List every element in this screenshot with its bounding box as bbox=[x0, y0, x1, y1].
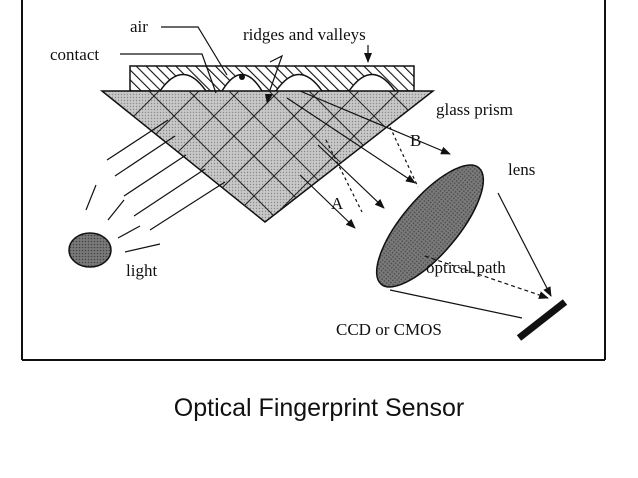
label-ridges-valleys: ridges and valleys bbox=[243, 25, 366, 44]
optical-path bbox=[389, 192, 552, 319]
diagram-frame bbox=[21, 0, 606, 361]
label-ray-a: A bbox=[331, 194, 344, 213]
label-air: air bbox=[130, 17, 148, 36]
leader-lines bbox=[120, 26, 372, 94]
lens bbox=[375, 164, 485, 288]
label-lens: lens bbox=[508, 160, 535, 179]
air-bubble bbox=[239, 74, 245, 80]
ccd-cmos-sensor bbox=[516, 299, 568, 341]
incident-light-rays bbox=[106, 119, 226, 231]
fingerprint-ridges bbox=[129, 65, 415, 92]
label-light: light bbox=[126, 261, 157, 280]
caption: Optical Fingerprint Sensor bbox=[173, 394, 465, 422]
label-optical-path: optical path bbox=[426, 258, 506, 277]
reflected-rays bbox=[286, 90, 451, 229]
label-glass-prism: glass prism bbox=[436, 100, 513, 119]
label-contact: contact bbox=[50, 45, 99, 64]
light-source bbox=[68, 184, 161, 268]
label-ray-b: B bbox=[410, 131, 421, 150]
label-sensor: CCD or CMOS bbox=[336, 320, 442, 339]
